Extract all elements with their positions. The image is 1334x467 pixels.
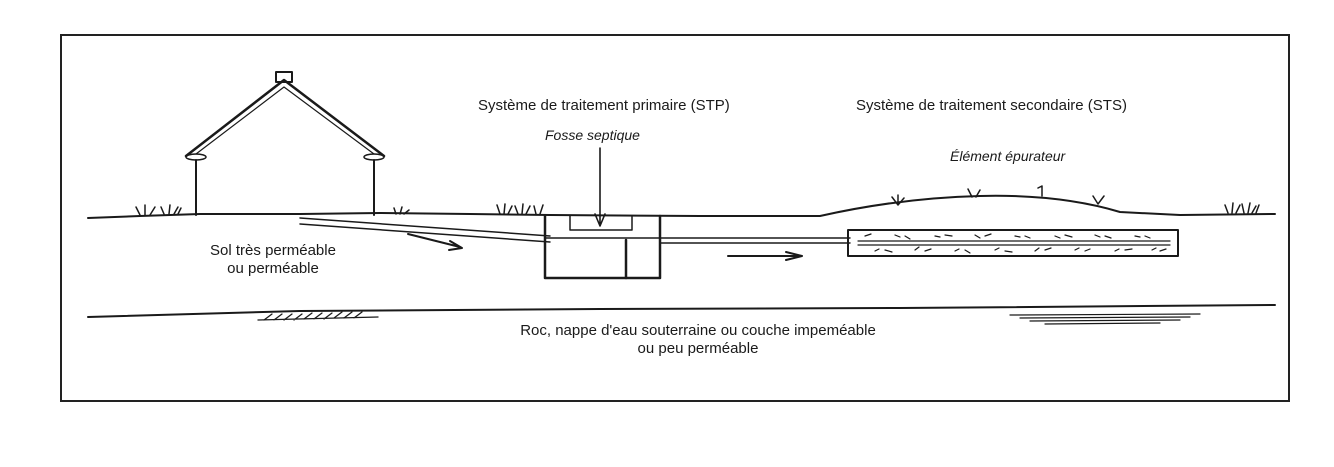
leaching-bed bbox=[847, 229, 1179, 257]
flow-arrow-inlet bbox=[407, 233, 463, 251]
roc-label-line2: ou peu perméable bbox=[637, 340, 759, 357]
fosse-pointer-arrow bbox=[594, 147, 606, 227]
sol-label: Sol très perméable ou perméable bbox=[198, 242, 348, 278]
soil-hatching-left bbox=[257, 311, 379, 321]
stp-title: Système de traitement primaire (STP) bbox=[478, 97, 730, 114]
inlet-pipe bbox=[299, 217, 551, 243]
sol-label-line1: Sol très perméable bbox=[210, 242, 336, 259]
septic-tank bbox=[543, 214, 662, 280]
house bbox=[184, 71, 386, 216]
house-chimney bbox=[275, 71, 293, 83]
ground-surface bbox=[87, 194, 1276, 219]
sts-title: Système de traitement secondaire (STS) bbox=[856, 97, 1127, 114]
element-epurateur-label: Élément épurateur bbox=[950, 148, 1066, 164]
outlet-pipe bbox=[659, 237, 851, 244]
water-table-strata bbox=[1009, 313, 1201, 325]
fosse-septique-label: Fosse septique bbox=[545, 127, 640, 143]
roc-label-line1: Roc, nappe d'eau souterraine ou couche i… bbox=[520, 322, 876, 339]
roc-label: Roc, nappe d'eau souterraine ou couche i… bbox=[468, 322, 928, 358]
bedrock-line bbox=[87, 304, 1276, 318]
house-roof bbox=[184, 78, 386, 158]
grass-tufts bbox=[135, 185, 1260, 216]
flow-arrow-outlet bbox=[727, 251, 803, 261]
sol-label-line2: ou perméable bbox=[227, 260, 319, 277]
diagram-frame bbox=[60, 34, 1290, 402]
